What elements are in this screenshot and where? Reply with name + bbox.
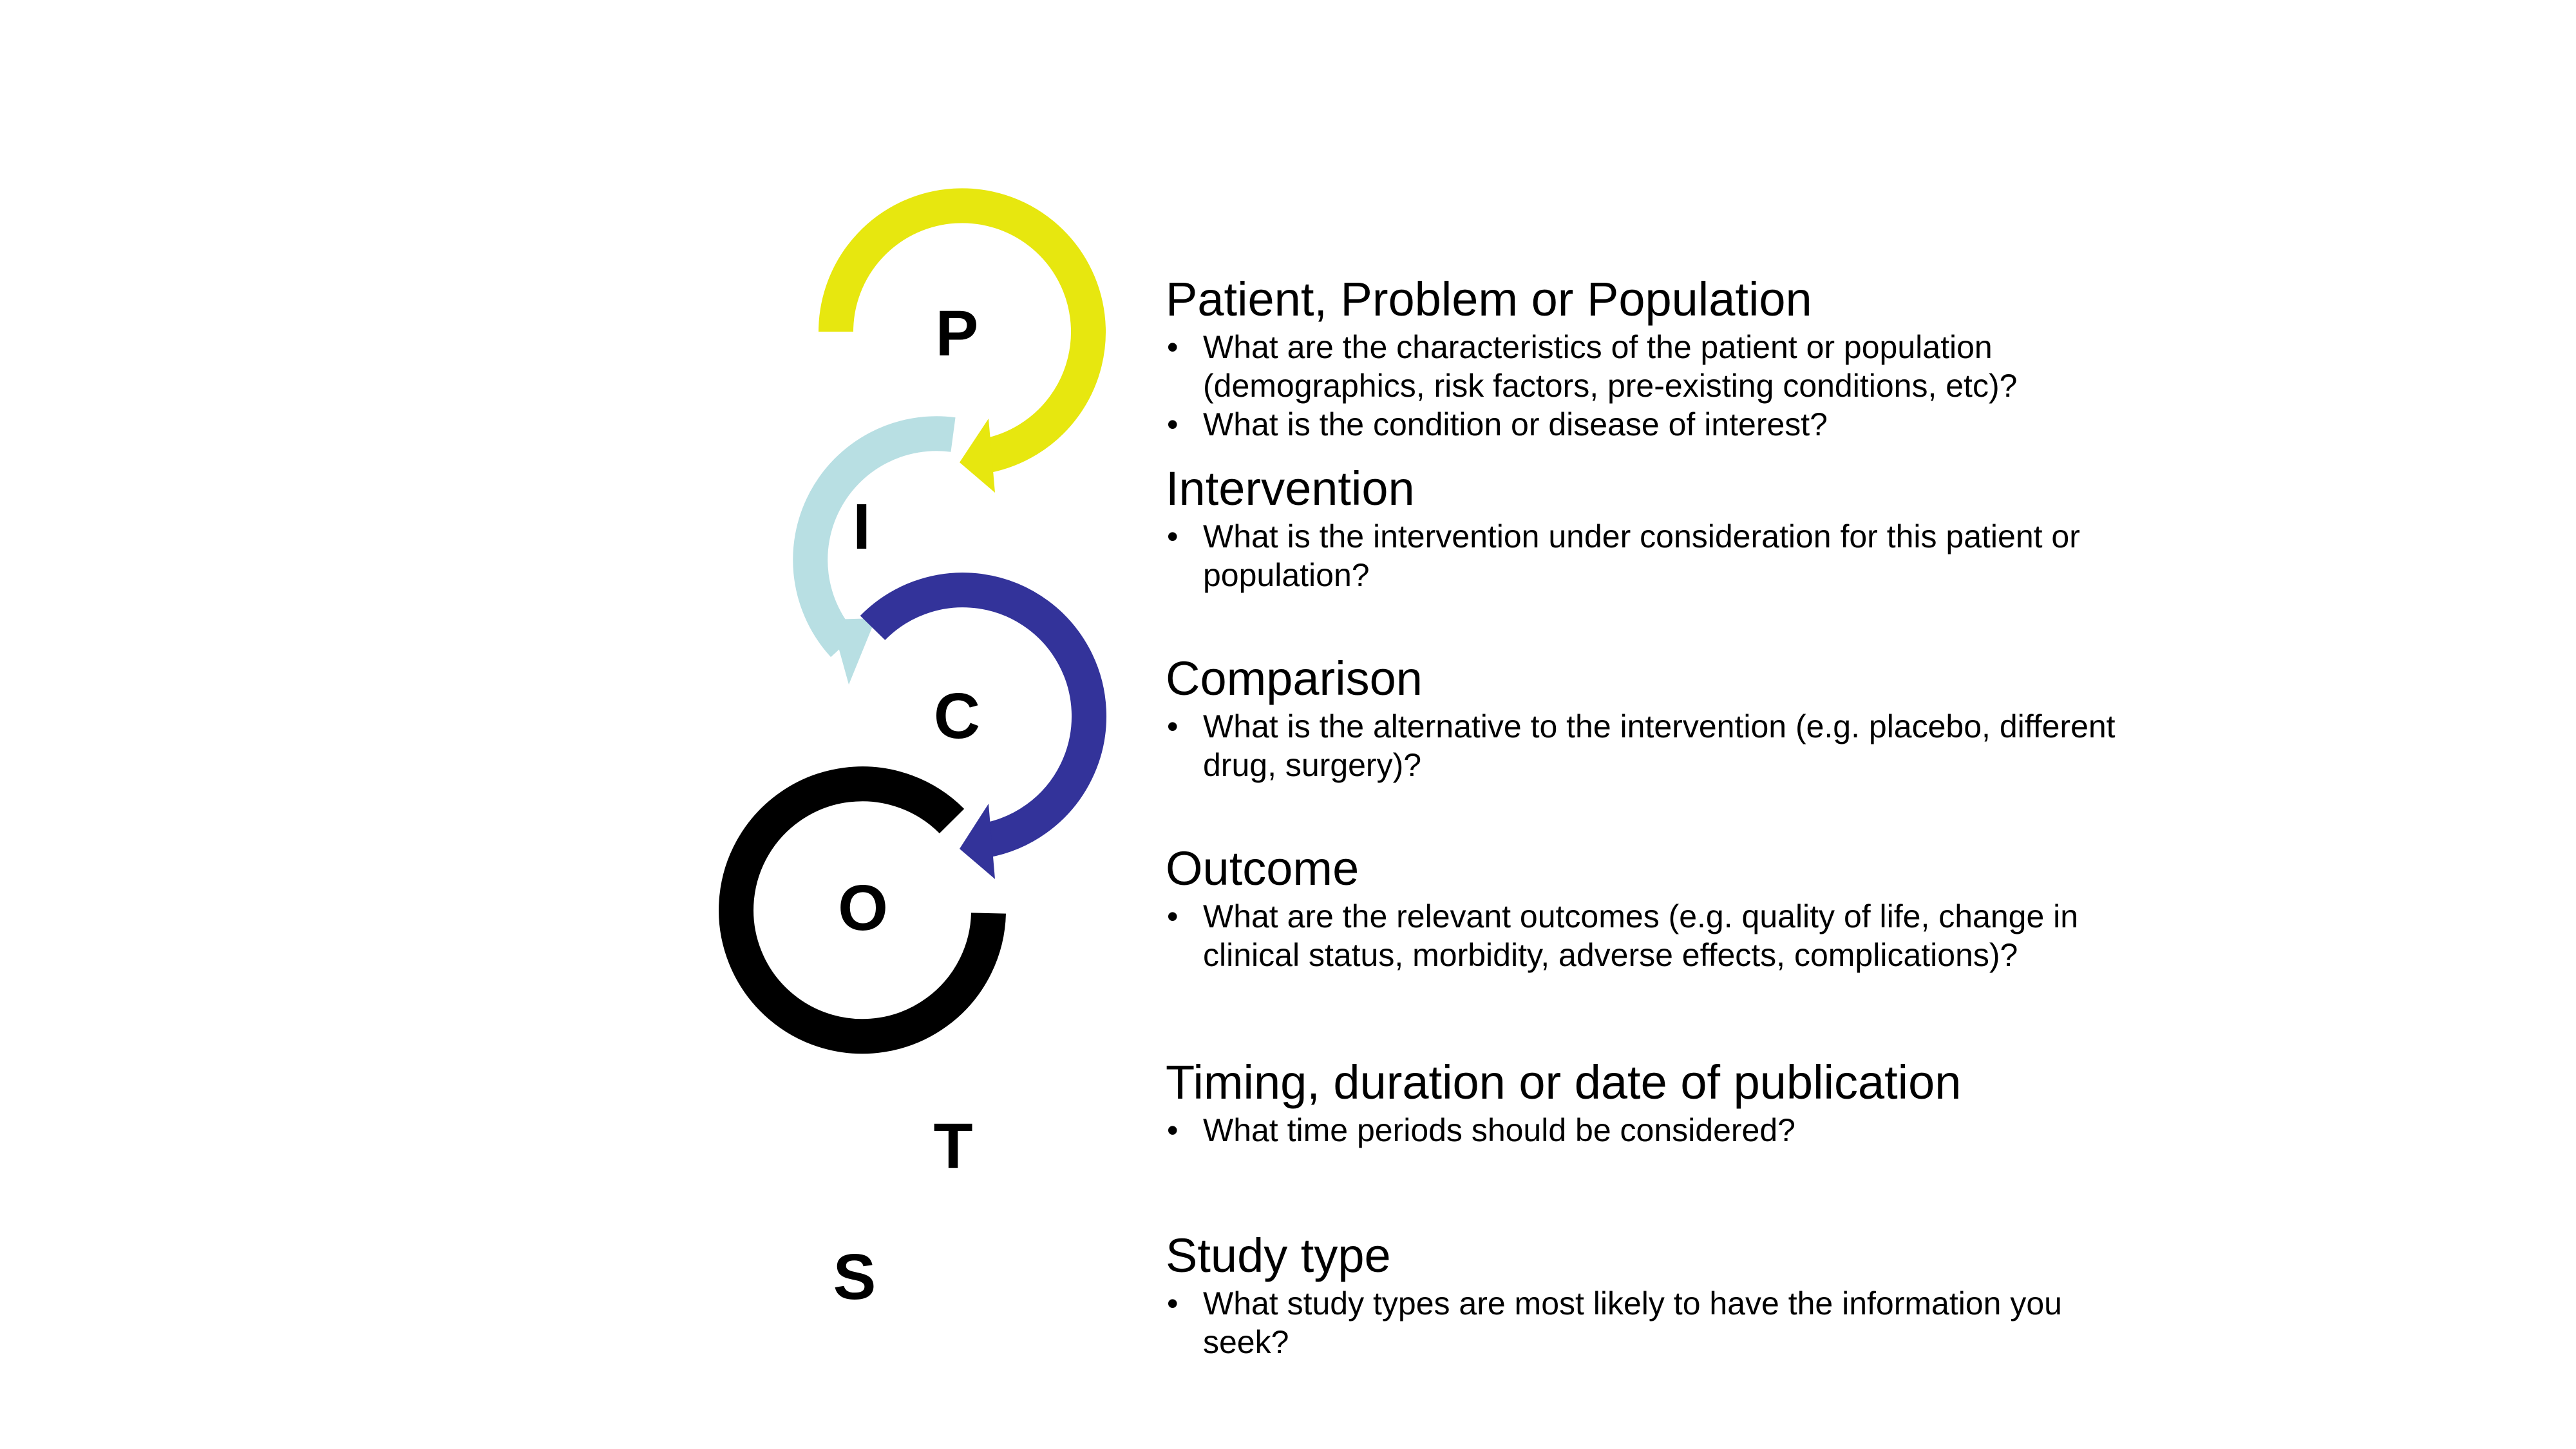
bullet-list: What time periods should be considered? — [1166, 1111, 2132, 1150]
section-title: Study type — [1166, 1229, 1391, 1282]
section-study-type: Study type What study types are most lik… — [1166, 1228, 2132, 1361]
section-title: Intervention — [1166, 462, 1415, 515]
section-timing: Timing, duration or date of publication … — [1166, 1055, 2132, 1150]
bullet-list: What are the relevant outcomes (e.g. qua… — [1166, 897, 2132, 974]
letter-t: T — [933, 1110, 972, 1182]
section-title: Timing, duration or date of publication — [1166, 1056, 1962, 1109]
list-item: What is the condition or disease of inte… — [1166, 405, 2132, 444]
list-item: What is the intervention under considera… — [1166, 517, 2132, 594]
letter-p: P — [936, 298, 979, 370]
c-arrow-head — [960, 804, 995, 879]
section-title: Outcome — [1166, 842, 1359, 895]
i-arrow-arc — [793, 416, 956, 658]
letter-s: S — [833, 1241, 876, 1313]
list-item: What study types are most likely to have… — [1166, 1284, 2132, 1361]
letter-o: O — [838, 872, 888, 944]
p-arrow-arc — [819, 188, 1106, 473]
c-arrow — [860, 573, 1106, 879]
list-item: What time periods should be considered? — [1166, 1111, 2132, 1150]
section-title: Comparison — [1166, 652, 1423, 705]
c-arrow-arc — [860, 573, 1106, 858]
p-arrow — [819, 188, 1106, 493]
section-patient: Patient, Problem or Population What are … — [1166, 272, 2132, 444]
list-item: What are the characteristics of the pati… — [1166, 328, 2132, 405]
p-arrow-head — [960, 419, 995, 493]
bullet-list: What study types are most likely to have… — [1166, 1284, 2132, 1361]
bullet-list: What is the intervention under considera… — [1166, 517, 2132, 594]
letter-c: C — [934, 680, 980, 752]
o-arrow — [719, 766, 1006, 1054]
bullet-list: What are the characteristics of the pati… — [1166, 328, 2132, 444]
i-arrow — [793, 416, 956, 685]
bullet-list: What is the alternative to the intervent… — [1166, 707, 2132, 784]
section-title: Patient, Problem or Population — [1166, 272, 1812, 326]
list-item: What is the alternative to the intervent… — [1166, 707, 2132, 784]
list-item: What are the relevant outcomes (e.g. qua… — [1166, 897, 2132, 974]
i-arrow-head — [831, 618, 876, 685]
section-intervention: Intervention What is the intervention un… — [1166, 461, 2132, 594]
section-outcome: Outcome What are the relevant outcomes (… — [1166, 841, 2132, 974]
letter-i: I — [853, 491, 871, 563]
section-comparison: Comparison What is the alternative to th… — [1166, 651, 2132, 784]
